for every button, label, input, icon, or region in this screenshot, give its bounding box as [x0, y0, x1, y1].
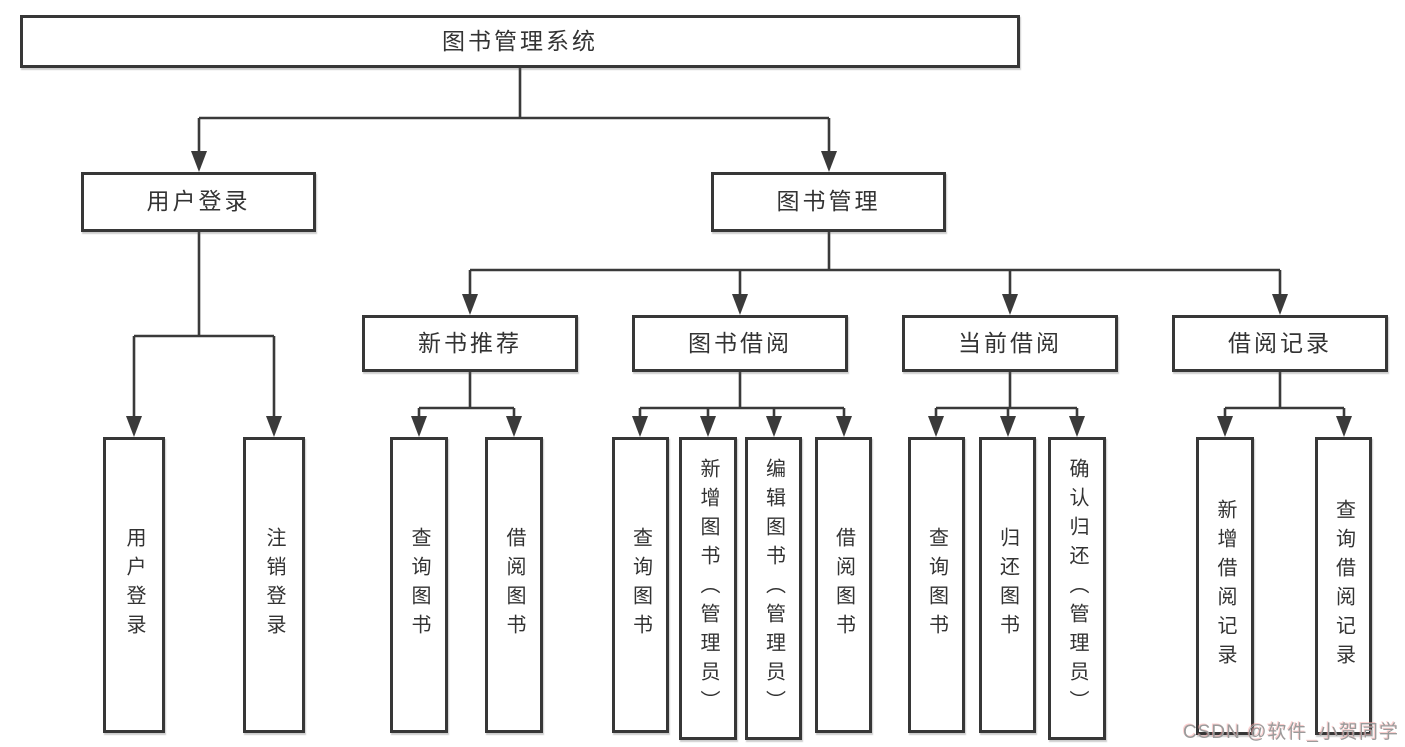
leaf-confirm-return-admin: 确认归还（管理员） [1048, 437, 1106, 740]
leaf-add-book-admin: 新增图书（管理员） [679, 437, 737, 740]
node-user-login: 用户登录 [81, 172, 316, 232]
leaf-query-borrow-record: 查询借阅记录 [1315, 437, 1372, 735]
node-new-book-recommend: 新书推荐 [362, 315, 578, 372]
leaf-query-books-recommend: 查询图书 [390, 437, 448, 733]
node-current-borrow: 当前借阅 [902, 315, 1118, 372]
node-borrow-records: 借阅记录 [1172, 315, 1388, 372]
leaf-query-books-borrow: 查询图书 [612, 437, 669, 733]
leaf-logout: 注销登录 [243, 437, 305, 733]
leaf-return-books: 归还图书 [979, 437, 1036, 733]
node-book-management: 图书管理 [711, 172, 946, 232]
leaf-query-books-current: 查询图书 [908, 437, 965, 733]
node-book-borrow: 图书借阅 [632, 315, 848, 372]
leaf-borrow-books-borrow: 借阅图书 [815, 437, 872, 733]
leaf-user-login: 用户登录 [103, 437, 165, 733]
leaf-edit-book-admin: 编辑图书（管理员） [745, 437, 802, 740]
leaf-add-borrow-record: 新增借阅记录 [1196, 437, 1254, 735]
node-library-management-system: 图书管理系统 [20, 15, 1020, 68]
watermark: CSDN @软件_小贺同学 [1183, 722, 1399, 743]
leaf-borrow-books-recommend: 借阅图书 [485, 437, 543, 733]
